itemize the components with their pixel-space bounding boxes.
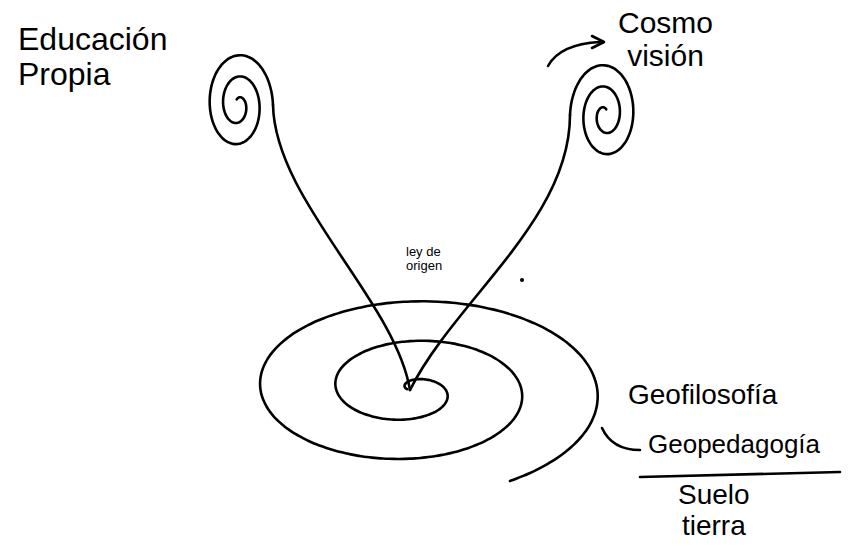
layer-label: Geofilosofía <box>628 380 777 411</box>
pointer-head <box>592 36 604 48</box>
right-curl <box>570 65 633 154</box>
heading-label: Educación Propia <box>18 22 167 92</box>
dot-mark <box>520 278 524 282</box>
hook-stroke <box>602 428 640 450</box>
layer-label: Geopedagogía <box>648 430 820 459</box>
ground-spiral <box>260 301 598 481</box>
stem-label: ley de origen <box>404 244 444 275</box>
left-stem <box>273 105 410 390</box>
pointer-stroke <box>548 42 600 66</box>
left-curl <box>210 55 273 144</box>
ground-label: Suelo tierra <box>678 480 750 542</box>
heading-label: Cosmo visión <box>618 6 713 72</box>
ground-line <box>640 472 840 477</box>
